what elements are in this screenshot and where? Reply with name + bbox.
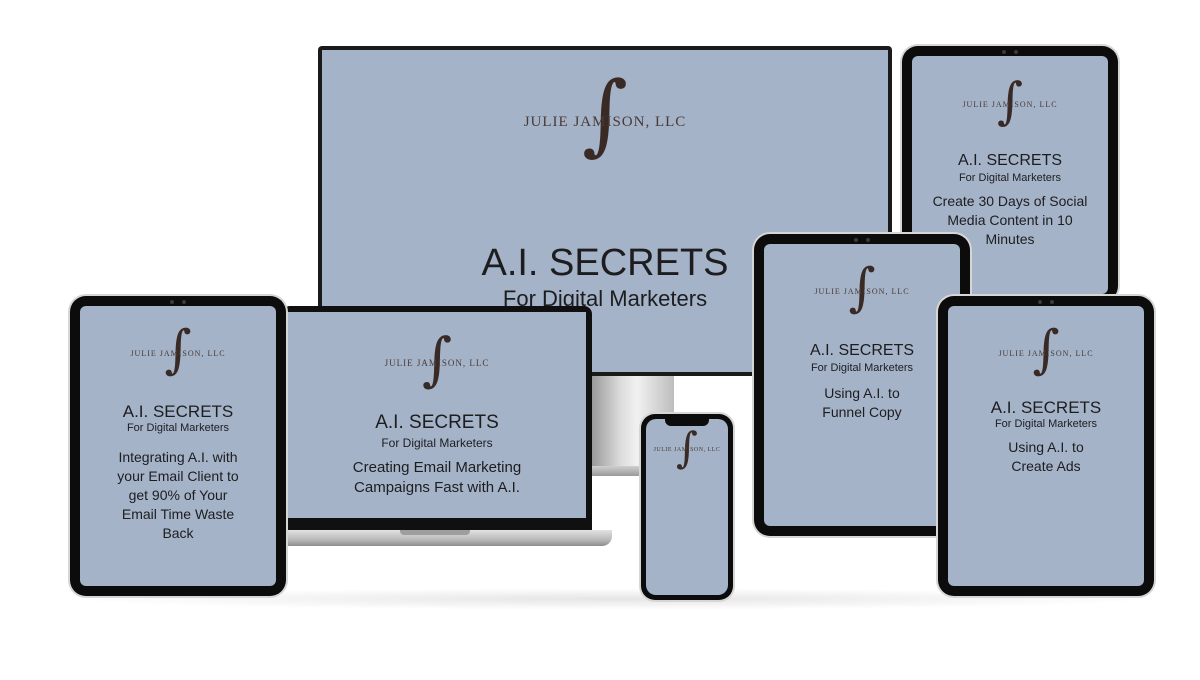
logo-name: JULIE JAMISON, LLC [384, 358, 490, 368]
tablet-top-right-description: Create 30 Days of Social Media Content i… [932, 193, 1088, 247]
laptop-keyboard-base [256, 530, 612, 546]
tablet-bottom-right-screen: ∫ JULIE JAMISON, LLC A.I. SECRETS For Di… [948, 306, 1144, 586]
laptop-hinge-notch [400, 530, 470, 535]
logo-glyph: ∫ [164, 320, 192, 380]
logo-glyph: ∫ [676, 423, 698, 472]
brand-logo: ∫ JULIE JAMISON, LLC [912, 76, 1108, 136]
phone-notch [665, 418, 709, 426]
floor-shadow [60, 588, 1170, 610]
tablet-left-screen: ∫ JULIE JAMISON, LLC A.I. SECRETS For Di… [80, 306, 276, 586]
brand-logo: ∫ JULIE JAMISON, LLC [948, 324, 1144, 384]
tablet-top-right-title: A.I. SECRETS [957, 152, 1063, 169]
logo-name: JULIE JAMISON, LLC [814, 287, 910, 296]
logo-name: JULIE JAMISON, LLC [523, 114, 687, 130]
logo-glyph: ∫ [1032, 320, 1060, 380]
brand-logo: ∫ JULIE JAMISON, LLC [322, 70, 888, 180]
logo-glyph: ∫ [582, 62, 628, 165]
brand-logo: ∫ JULIE JAMISON, LLC [80, 324, 276, 384]
camera-dots [1038, 300, 1054, 304]
monitor-stand-base [588, 466, 678, 476]
laptop-description: Creating Email Marketing Campaigns Fast … [352, 459, 522, 497]
logo-name: JULIE JAMISON, LLC [653, 447, 721, 453]
tablet-bottom-right-subtitle: For Digital Marketers [994, 418, 1098, 430]
camera-dots [1002, 50, 1018, 54]
phone-screen: ∫ JULIE JAMISON, LLC [646, 419, 728, 595]
camera-dots [170, 300, 186, 304]
tablet-left-title: A.I. SECRETS [122, 402, 234, 421]
camera-dots [854, 238, 870, 242]
brand-logo: ∫ JULIE JAMISON, LLC [646, 427, 728, 477]
logo-glyph: ∫ [848, 258, 876, 318]
tablet-middle-right-description: Using A.I. to Funnel Copy [822, 385, 902, 420]
logo-glyph: ∫ [996, 72, 1024, 130]
tablet-middle-right-subtitle: For Digital Marketers [810, 362, 914, 374]
tablet-top-right-subtitle: For Digital Marketers [958, 172, 1062, 184]
laptop-screen: ∫ JULIE JAMISON, LLC A.I. SECRETS For Di… [288, 312, 586, 518]
tablet-middle-right-title: A.I. SECRETS [809, 342, 915, 359]
brand-logo: ∫ JULIE JAMISON, LLC [764, 262, 960, 322]
logo-glyph: ∫ [421, 325, 453, 393]
monitor-title: A.I. SECRETS [481, 242, 729, 284]
tablet-left-description: Integrating A.I. with your Email Client … [117, 449, 239, 541]
logo-name: JULIE JAMISON, LLC [962, 100, 1058, 109]
tablet-middle-right-screen: ∫ JULIE JAMISON, LLC A.I. SECRETS For Di… [764, 244, 960, 526]
logo-name: JULIE JAMISON, LLC [998, 349, 1094, 358]
brand-logo: ∫ JULIE JAMISON, LLC [288, 330, 586, 396]
tablet-left-subtitle: For Digital Marketers [126, 422, 230, 434]
logo-name: JULIE JAMISON, LLC [130, 349, 226, 358]
laptop-subtitle: For Digital Marketers [381, 436, 493, 450]
tablet-bottom-right-description: Using A.I. to Create Ads [1008, 439, 1084, 474]
tablet-bottom-right-title: A.I. SECRETS [990, 398, 1102, 417]
laptop-title: A.I. SECRETS [375, 412, 499, 433]
